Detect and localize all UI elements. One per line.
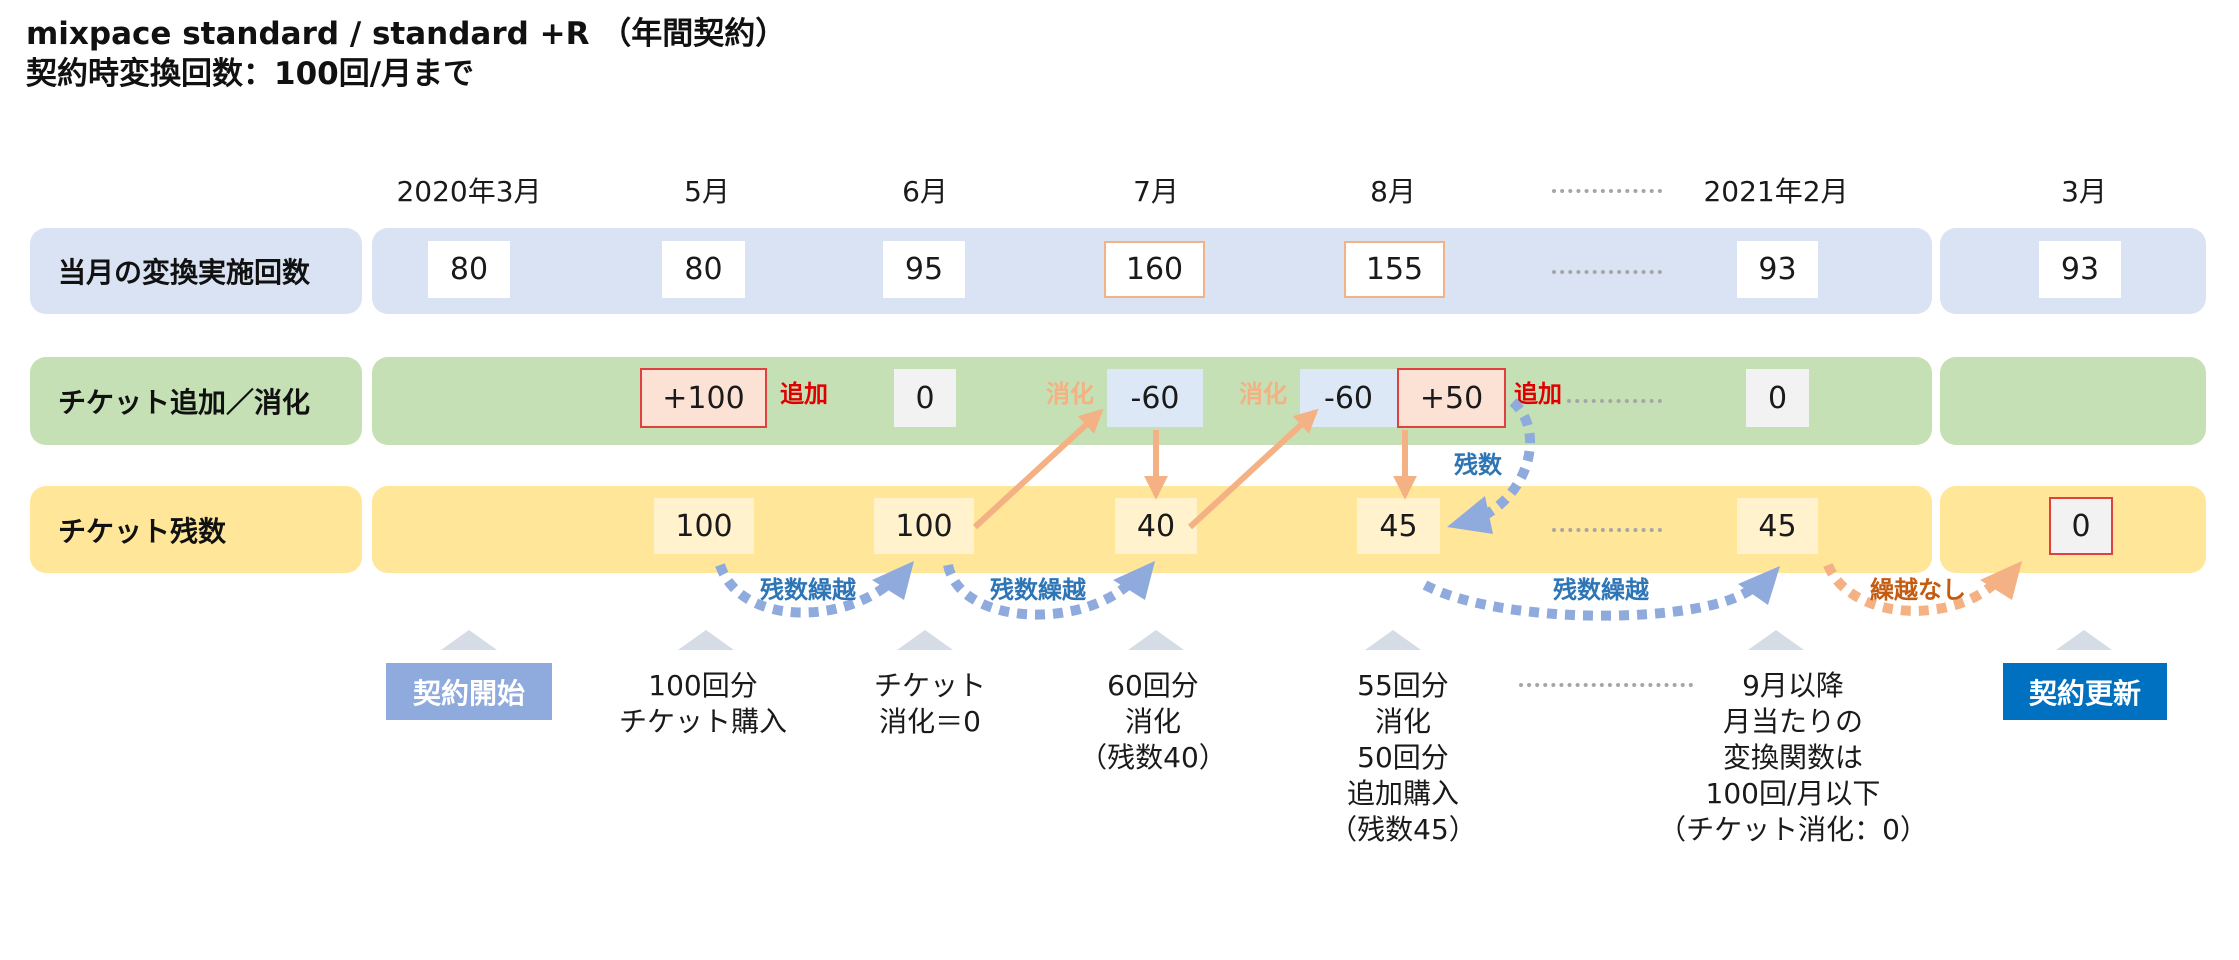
carry-arrowhead — [1738, 566, 1780, 605]
continuation-dots — [1552, 270, 1662, 274]
carry-arrow — [1422, 580, 1753, 621]
usage-cell: 80 — [428, 241, 510, 298]
remain-arrow — [1482, 398, 1536, 520]
remain-tag: 残数 — [1454, 451, 1502, 479]
usage-cell: 93 — [1737, 241, 1818, 298]
ticket-zero-cell: 0 — [1746, 369, 1809, 427]
remaining-cell: 100 — [874, 498, 974, 554]
pointer-triangle — [1748, 630, 1804, 650]
no-carry-label: 繰越なし — [1870, 576, 1966, 604]
consume-tag: 消化 — [1046, 380, 1094, 408]
consume-arrow — [972, 408, 1104, 530]
add-tag: 追加 — [1514, 380, 1562, 408]
ticket-row-label: チケット追加／消化 — [58, 386, 311, 419]
usage-cell: 80 — [662, 241, 745, 298]
remaining-cell: 40 — [1115, 498, 1197, 554]
carry-arrow — [943, 563, 1134, 620]
month-header: 8月 — [1370, 175, 1416, 208]
usage-cell: 93 — [2039, 241, 2121, 298]
remaining-cell: 45 — [1737, 498, 1818, 554]
pointer-triangle — [441, 630, 497, 650]
carry-label: 残数繰越 — [760, 576, 856, 604]
continuation-dots — [1519, 683, 1693, 687]
month-header: 3月 — [2061, 175, 2107, 208]
month-header: 6月 — [902, 175, 948, 208]
consume-arrow — [1187, 408, 1319, 530]
ticket-zero-cell: 0 — [894, 369, 956, 427]
month-header: 2020年3月 — [396, 175, 542, 208]
ticket-row-label-band — [30, 357, 362, 445]
note-july: 60回分 消化 （残数40） — [1079, 669, 1227, 774]
continuation-dots — [1552, 189, 1662, 193]
carry-label: 残数繰越 — [990, 576, 1086, 604]
remaining-cell: 45 — [1357, 498, 1440, 554]
month-header: 7月 — [1133, 175, 1179, 208]
remaining-cell: 100 — [654, 498, 754, 554]
carry-arrowhead — [1113, 561, 1155, 600]
ticket-add-cell: +50 — [1397, 368, 1506, 428]
remaining-cell-reset: 0 — [2049, 497, 2113, 555]
carry-label: 残数繰越 — [1553, 576, 1649, 604]
page-subtitle: 契約時変換回数：100回/月まで — [26, 56, 475, 92]
usage-row-label-band — [30, 228, 362, 314]
pointer-triangle — [2056, 630, 2112, 650]
usage-cell: 95 — [883, 241, 965, 298]
ticket-consume-cell: -60 — [1107, 369, 1203, 427]
pointer-triangle — [1128, 630, 1184, 650]
no-carry-arrow — [1823, 562, 1999, 616]
remaining-row-label: チケット残数 — [58, 514, 227, 548]
continuation-dots — [1567, 399, 1662, 403]
pointer-triangle — [1365, 630, 1421, 650]
ticket-row-band-renewal — [1940, 357, 2206, 445]
month-header: 5月 — [684, 175, 730, 208]
carry-arrow — [715, 563, 894, 618]
ticket-consume-cell: -60 — [1300, 369, 1397, 427]
usage-cell-over-limit: 155 — [1344, 241, 1445, 298]
usage-cell-over-limit: 160 — [1104, 241, 1205, 298]
pointer-triangle — [897, 630, 953, 650]
continuation-dots — [1552, 528, 1662, 532]
remaining-row-label-band — [30, 486, 362, 573]
note-june: チケット 消化＝0 — [873, 669, 987, 738]
remain-arrowhead — [1447, 496, 1493, 534]
note-february: 9月以降 月当たりの 変換関数は 100回/月以下 （チケット消化：0） — [1658, 669, 1928, 846]
pointer-triangle — [678, 630, 734, 650]
note-may: 100回分 チケット購入 — [618, 669, 788, 738]
page-title: mixpace standard / standard +R （年間契約） — [26, 16, 787, 52]
month-header: 2021年2月 — [1703, 175, 1849, 208]
note-august: 55回分 消化 50回分 追加購入 （残数45） — [1329, 669, 1477, 846]
no-carry-arrowhead — [1980, 561, 2022, 600]
ticket-add-cell: +100 — [640, 368, 767, 428]
carry-arrowhead — [872, 561, 914, 600]
consume-tag: 消化 — [1239, 380, 1287, 408]
contract-renewal-badge: 契約更新 — [2003, 663, 2167, 720]
add-tag: 追加 — [780, 380, 828, 408]
usage-row-label: 当月の変換実施回数 — [58, 256, 311, 289]
contract-start-badge: 契約開始 — [386, 663, 552, 720]
